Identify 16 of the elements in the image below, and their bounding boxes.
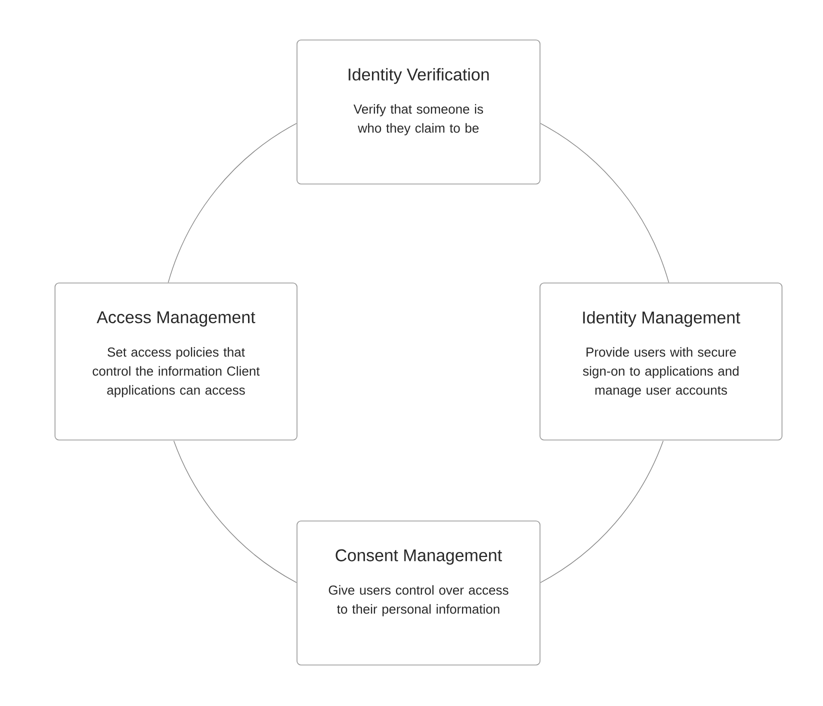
connector-arc (540, 123, 670, 283)
box-text: Set access policies that control the information Client applications can access (92, 347, 260, 398)
box-text: Give users control over access to their personal information (328, 585, 508, 616)
box-title: Consent Management (336, 549, 502, 565)
connector-arc (173, 440, 297, 583)
process-box (54, 282, 298, 440)
process-box (296, 520, 540, 666)
box-text: Verify that someone is who they claim to be (354, 104, 484, 136)
box-title: Access Management (96, 311, 256, 327)
process-box (540, 282, 782, 440)
box-text: Provide users with secure sign-on to applications and manage user accounts (582, 347, 739, 398)
box-title: Identity Management (583, 311, 740, 327)
connector-arc (168, 123, 297, 283)
box-title: Identity Verification (348, 68, 489, 84)
process-box (296, 40, 540, 184)
connector-arc (540, 440, 664, 583)
